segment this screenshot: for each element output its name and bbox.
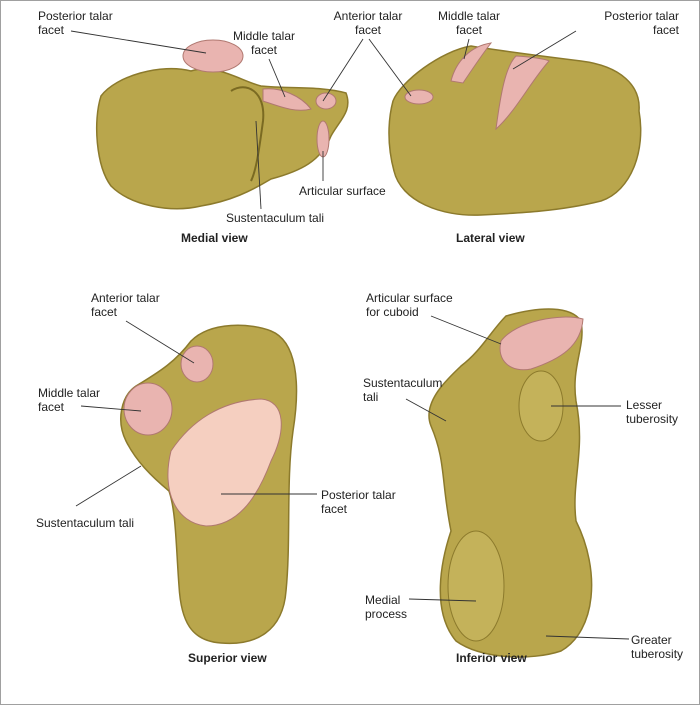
- label-middle-talar-facet-lateral: Middle talar facet: [437, 9, 501, 37]
- label-middle-talar-facet-medial: Middle talar facet: [232, 29, 296, 57]
- inferior-view-title: Inferior view: [456, 651, 527, 665]
- label-posterior-talar-facet-superior: Posterior talar facet: [321, 488, 396, 516]
- label-sustentaculum-tali-superior: Sustentaculum tali: [36, 516, 135, 530]
- label-sustentaculum-tali-medial: Sustentaculum tali: [226, 211, 325, 225]
- medial-view-title: Medial view: [181, 231, 248, 245]
- label-anterior-talar-facet-superior: Anterior talar facet: [91, 291, 160, 319]
- leader-lines: [70, 30, 630, 640]
- label-sustentaculum-tali-inferior: Sustentaculum tali: [363, 376, 443, 404]
- superior-view-title: Superior view: [188, 651, 267, 665]
- label-lesser-tuberosity: Lesser tuberosity: [626, 398, 679, 426]
- lateral-view-title: Lateral view: [456, 231, 525, 245]
- label-greater-tuberosity: Greater tuberosity: [631, 633, 684, 661]
- inferior-view-bone: [428, 308, 593, 658]
- label-articular-surface-cuboid: Articular surface for cuboid: [366, 291, 453, 319]
- label-middle-talar-facet-superior: Middle talar facet: [38, 386, 101, 414]
- superior-view-bone: [120, 324, 298, 645]
- medial-view-bone: [95, 39, 349, 210]
- label-posterior-talar-facet-medial: Posterior talar facet: [38, 9, 113, 37]
- label-posterior-talar-facet-lateral: Posterior talar facet: [604, 9, 679, 37]
- label-medial-process: Medial process: [365, 593, 408, 621]
- label-articular-surface: Articular surface: [299, 184, 386, 198]
- label-anterior-talar-facet: Anterior talar facet: [333, 9, 403, 37]
- lateral-view-bone: [388, 42, 642, 216]
